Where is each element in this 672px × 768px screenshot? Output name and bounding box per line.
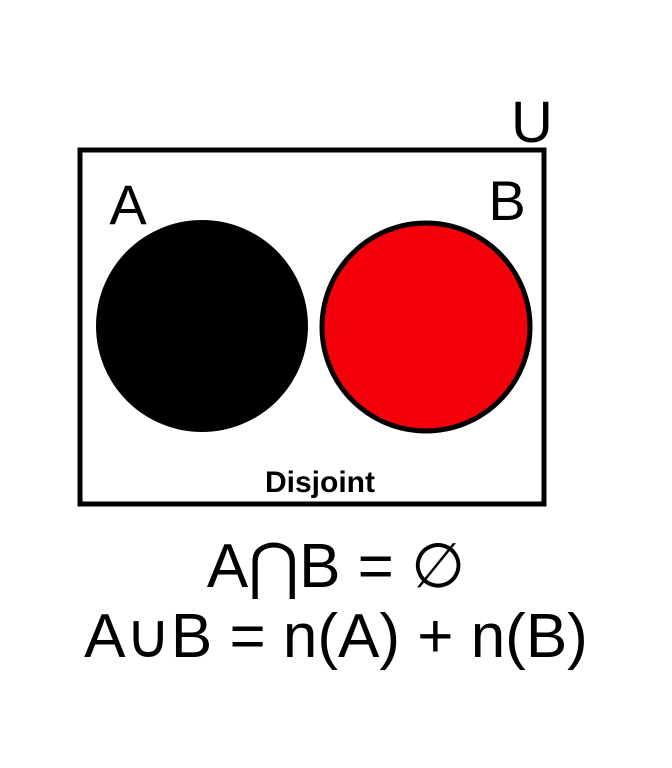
set-b-label: B bbox=[488, 169, 525, 232]
union-formula: A∪B = n(A) + n(B) bbox=[84, 602, 588, 671]
intersection-formula: A⋂B = ∅ bbox=[206, 532, 466, 601]
universal-set-label: U bbox=[511, 90, 553, 155]
set-b-circle bbox=[319, 220, 533, 434]
set-a-circle bbox=[96, 220, 308, 432]
relation-label: Disjoint bbox=[265, 466, 375, 499]
set-a-label: A bbox=[109, 173, 147, 236]
universal-set-box bbox=[77, 147, 547, 507]
